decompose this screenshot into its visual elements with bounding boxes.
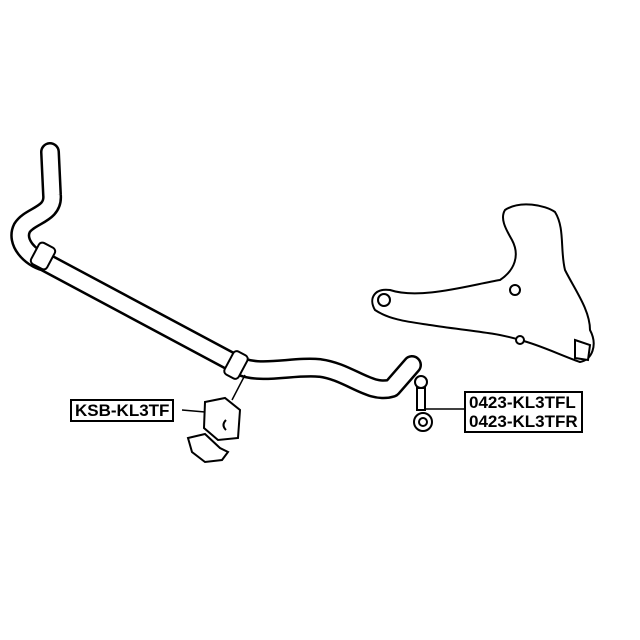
link-part-number-left: 0423-KL3TFL [469, 393, 576, 412]
link-part-number-right: 0423-KL3TFR [469, 412, 578, 431]
bar-bushings [29, 241, 249, 380]
stabilizer-link [413, 375, 433, 432]
stabilizer-bushing [186, 396, 242, 464]
leader-lines [181, 374, 464, 413]
control-arm [371, 203, 595, 364]
link-part-numbers: 0423-KL3TFL 0423-KL3TFR [464, 391, 583, 433]
bushing-part-number: KSB-KL3TF [70, 399, 175, 422]
stabilizer-bar [10, 142, 422, 400]
